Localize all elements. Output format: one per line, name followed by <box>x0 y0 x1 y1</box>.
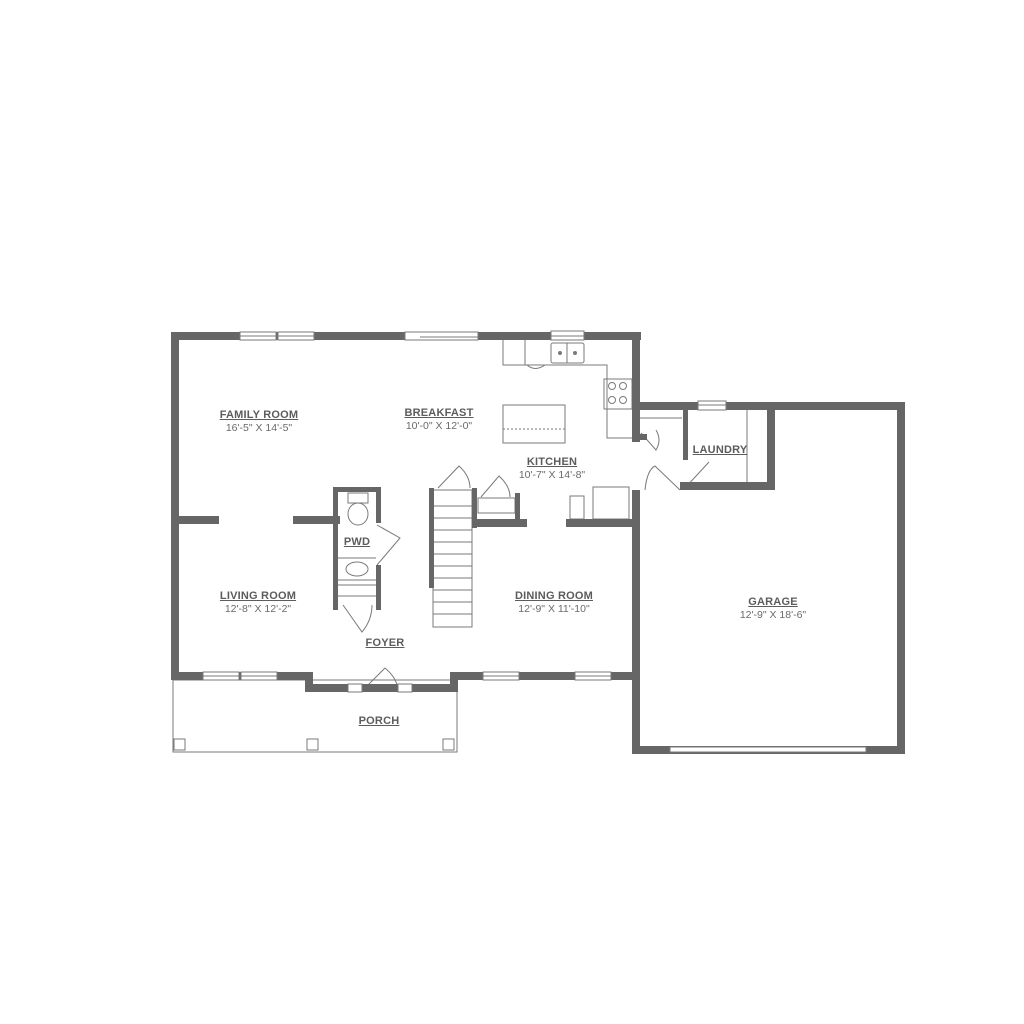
porch-post <box>173 738 186 751</box>
sink-icon <box>345 561 369 577</box>
room-dimensions: 10'-0" X 12'-0" <box>405 420 473 432</box>
room-label-living-room: LIVING ROOM 12'-8" X 12'-2" <box>220 590 296 615</box>
room-label-garage: GARAGE 12'-9" X 18'-6" <box>740 596 806 621</box>
garage-door <box>669 746 867 753</box>
door-swing <box>342 604 373 633</box>
room-dimensions: 16'-5" X 14'-5" <box>225 422 293 434</box>
room-name: KITCHEN <box>526 456 578 468</box>
windows <box>202 330 867 753</box>
room-label-laundry: LAUNDRY <box>693 444 748 456</box>
kitchen-counter <box>502 340 632 439</box>
room-dimensions: 12'-8" X 12'-2" <box>224 603 292 615</box>
refrigerator <box>592 486 630 520</box>
pantry-box <box>569 495 585 520</box>
toilet-icon <box>347 502 369 526</box>
room-label-kitchen: KITCHEN 10'-7" X 14'-8" <box>519 456 585 481</box>
door-swing <box>437 465 471 489</box>
room-name: FAMILY ROOM <box>219 409 299 421</box>
room-label-foyer: FOYER <box>366 637 405 649</box>
room-name: LIVING ROOM <box>219 590 297 602</box>
fixtures <box>172 340 748 753</box>
room-name: PORCH <box>358 715 400 727</box>
room-label-pwd: PWD <box>344 536 370 548</box>
stair-treads <box>433 505 472 615</box>
room-name: DINING ROOM <box>515 590 593 602</box>
walls <box>171 332 905 754</box>
room-name: BREAKFAST <box>404 407 474 419</box>
room-label-porch: PORCH <box>359 715 400 727</box>
room-name: FOYER <box>365 637 405 649</box>
room-name: GARAGE <box>748 596 798 608</box>
room-label-breakfast: BREAKFAST 10'-0" X 12'-0" <box>404 407 473 432</box>
room-label-family-room: FAMILY ROOM 16'-5" X 14'-5" <box>220 409 299 434</box>
room-name: PWD <box>343 536 371 548</box>
room-dimensions: 10'-7" X 14'-8" <box>518 469 586 481</box>
room-dimensions: 12'-9" X 11'-10" <box>518 603 590 615</box>
room-dimensions: 12'-9" X 18'-6" <box>739 609 807 621</box>
range-icon <box>603 378 633 410</box>
room-label-dining-room: DINING ROOM 12'-9" X 11'-10" <box>515 590 593 615</box>
dishwasher <box>526 364 546 369</box>
door-swing <box>640 429 660 451</box>
toilet-tank <box>347 492 369 504</box>
kitchen-island <box>502 404 566 444</box>
door-swing <box>376 524 401 566</box>
door-swing <box>480 475 511 498</box>
closet-shelf <box>477 497 516 514</box>
porch-post <box>306 738 319 751</box>
sliding-door <box>404 331 479 341</box>
porch-outline <box>172 679 458 753</box>
door-swing <box>644 465 681 491</box>
room-name: LAUNDRY <box>692 444 748 456</box>
porch-post <box>442 738 455 751</box>
staircase <box>432 489 473 628</box>
